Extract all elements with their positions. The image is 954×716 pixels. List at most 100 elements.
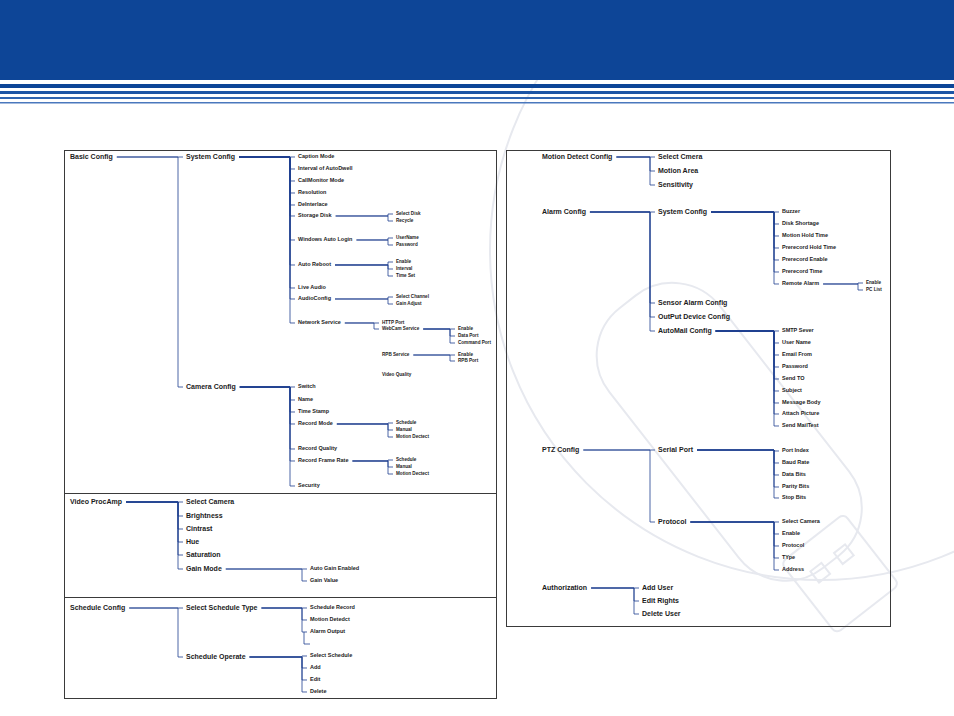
- tree-item: Gain Mode: [185, 565, 223, 572]
- tree-connector: [239, 157, 295, 205]
- tree-connector: [591, 588, 639, 601]
- item-label: Send TO: [782, 376, 805, 382]
- tree-connector: [716, 331, 779, 391]
- tree-connector: [711, 212, 779, 260]
- item-label: Motion Area: [658, 167, 698, 174]
- tree-item: Protocol: [657, 518, 687, 525]
- tree-item: Add: [309, 665, 322, 671]
- tree-item: Schedule: [395, 421, 417, 426]
- item-label: Gain Mode: [186, 565, 222, 572]
- tree-connector: [261, 608, 307, 620]
- tree-item: Record Frame Rate: [297, 458, 349, 464]
- item-label: Hue: [186, 538, 199, 545]
- tree-item: Remote Alarm: [781, 281, 820, 287]
- tree-item: Delete: [309, 689, 328, 695]
- tree-item: RPB Port: [457, 359, 479, 364]
- tree-item: Sensor Alarm Config: [657, 299, 728, 306]
- tree-connector: [716, 331, 779, 403]
- tree-item: Sensitivity: [657, 181, 694, 188]
- item-label: Manual: [396, 465, 412, 470]
- tree-connector: [590, 212, 655, 331]
- tree-connector: [716, 331, 779, 343]
- tree-item: Disk Shortage: [781, 221, 820, 227]
- tree-connector: [711, 212, 779, 272]
- tree-item: Brightness: [185, 512, 224, 519]
- watermark-pin: [834, 544, 854, 564]
- tree-connector: [423, 329, 455, 343]
- watermark-pin: [810, 563, 830, 583]
- tree-connector: [335, 299, 393, 304]
- tree-item: AudioConfig: [297, 296, 332, 302]
- item-label: Parity Bits: [782, 484, 809, 490]
- item-label: Enable: [458, 327, 473, 332]
- tree-connector: [711, 212, 779, 284]
- tree-connector: [336, 216, 393, 221]
- item-label: Gain Adjust: [396, 302, 422, 307]
- item-label: Security: [298, 483, 320, 489]
- item-label: RPB Port: [458, 359, 478, 364]
- item-label: System Config: [658, 208, 707, 215]
- tree-connector: [117, 157, 183, 387]
- item-label: UserName: [396, 236, 419, 241]
- item-label: Network Service: [298, 320, 341, 326]
- item-label: Authorization: [542, 584, 587, 591]
- item-label: Serial Port: [658, 446, 693, 453]
- tree-connector: [126, 502, 183, 569]
- tree-connector: [226, 569, 307, 581]
- tree-item: System Config: [185, 153, 236, 160]
- item-label: Select Cmera: [658, 153, 702, 160]
- item-label: Send MailTest: [782, 423, 819, 429]
- item-label: Motion Dectect: [396, 435, 429, 440]
- item-label: Auto Gain Enabled: [310, 566, 359, 572]
- item-label: Alarm Config: [542, 208, 586, 215]
- tree-item: Interval: [395, 267, 413, 272]
- tree-connector: [716, 331, 779, 426]
- tree-item: Data Port: [457, 334, 479, 339]
- item-label: Motion Detedct: [310, 617, 350, 623]
- watermark-plug: [781, 514, 899, 634]
- tree-connector: [250, 657, 307, 692]
- tree-item: Send TO: [781, 376, 806, 382]
- item-label: Select Camera: [782, 519, 820, 525]
- header-stripe: [0, 102, 954, 104]
- tree-item: Data Bits: [781, 472, 807, 478]
- item-label: Prerecord Time: [782, 269, 822, 275]
- tree-item: Select Camera: [781, 519, 821, 525]
- empty-branch: [304, 632, 310, 644]
- item-label: SMTP Sever: [782, 328, 814, 334]
- tree-connector: [126, 502, 183, 542]
- tree-connector: [129, 608, 183, 657]
- tree-item: Enable: [457, 353, 474, 358]
- tree-item: Saturation: [185, 551, 222, 558]
- tree-connector: [697, 450, 779, 487]
- item-label: Interval: [396, 267, 412, 272]
- tree-connector: [335, 262, 393, 265]
- left-panel: [65, 151, 497, 699]
- header-stripe: [0, 97, 954, 99]
- tree-item: Command Port: [457, 341, 492, 346]
- item-label: Edit Rights: [642, 597, 679, 604]
- tree-item: Auto Gain Enabled: [309, 566, 360, 572]
- tree-connector: [126, 502, 183, 529]
- tree-item: Select Channel: [395, 295, 430, 300]
- tree-item: Select Cmera: [657, 153, 703, 160]
- tree-item: Hue: [185, 538, 200, 545]
- item-label: Port Index: [782, 448, 809, 454]
- item-label: OutPut Device Config: [658, 313, 730, 320]
- tree-connector: [240, 387, 295, 424]
- tree-item: Manual: [395, 428, 413, 433]
- item-label: Sensor Alarm Config: [658, 299, 727, 306]
- item-label: Interval of AutoDwell: [298, 166, 353, 172]
- header-band: [0, 0, 954, 80]
- item-label: Enable: [458, 353, 473, 358]
- tree-connector: [345, 323, 379, 329]
- tree-item: Select Schedule Type: [185, 604, 258, 611]
- tree-connector: [716, 331, 779, 414]
- tree-connector: [240, 387, 295, 461]
- item-label: Time Stamp: [298, 409, 329, 415]
- tree-connector: [250, 657, 307, 680]
- tree-item: Schedule Record: [309, 605, 356, 611]
- tree-item: Resolution: [297, 190, 327, 196]
- tree-item: Password: [395, 243, 419, 248]
